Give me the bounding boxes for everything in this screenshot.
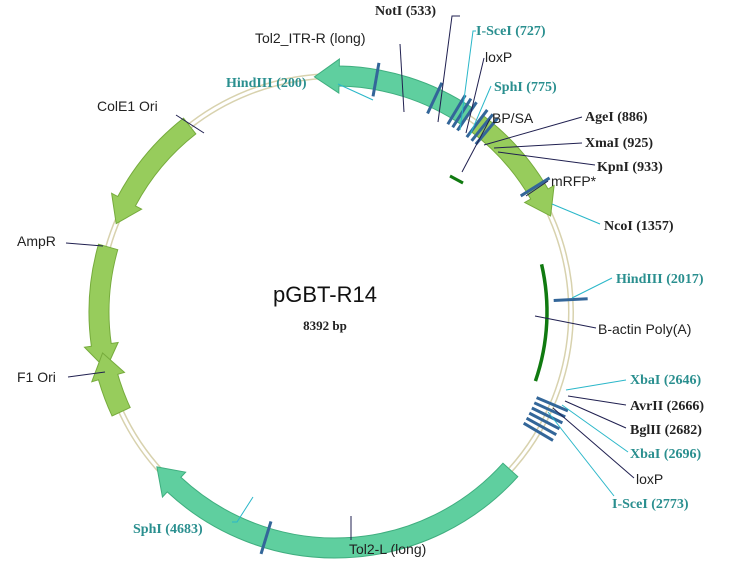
- site-xmai: XmaI (925): [585, 136, 653, 151]
- site-i-scei-2773: I-SceI (2773): [612, 497, 689, 512]
- plasmid-size: 8392 bp: [303, 318, 347, 333]
- leader-xbai-2696: [561, 404, 629, 453]
- label-loxp-2: loxP: [636, 471, 663, 487]
- feature-arc-tol2-itr-r[interactable]: [313, 58, 474, 126]
- site-ncoi: NcoI (1357): [604, 219, 674, 234]
- site-sphi-775: SphI (775): [494, 80, 557, 95]
- tick-hindiii-200: [371, 62, 381, 97]
- tick-xbai-2646: [536, 396, 569, 413]
- leader-hindiii-200: [337, 83, 374, 101]
- leader-ncoi: [551, 203, 601, 225]
- label-ampR: AmpR: [17, 233, 56, 249]
- label-bp-sa: BP/SA: [492, 110, 534, 126]
- bp-sa-mark: [449, 174, 464, 185]
- tick-xbai-2696: [528, 411, 561, 431]
- leader-sphi-4683: [232, 496, 254, 523]
- leader-colE1-ori: [175, 114, 205, 134]
- plasmid-name: pGBT-R14: [273, 282, 377, 307]
- leader-bp-sa: [461, 118, 491, 173]
- site-kpni: KpnI (933): [597, 160, 663, 175]
- label-mrfp: mRFP*: [551, 173, 597, 189]
- site-hindiii-200: HindIII (200): [226, 76, 307, 91]
- feature-arc-colE1-ori[interactable]: [110, 117, 197, 225]
- leader-xmai: [493, 142, 583, 149]
- leader-i-scei-727: [459, 30, 476, 131]
- site-hindiii-2017: HindIII (2017): [616, 272, 704, 287]
- leader-hindiii-2017: [571, 277, 613, 299]
- leader-bactin-polyA: [534, 315, 597, 329]
- site-i-scei-727: I-SceI (727): [476, 24, 546, 39]
- tick-bglii: [531, 406, 564, 425]
- tick-hindiii-2017: [553, 297, 588, 303]
- leader-f1-ori: [67, 371, 106, 378]
- leader-i-scei-2773: [547, 411, 615, 497]
- tick-sphi-4683: [259, 520, 273, 555]
- leader-mrfp: [525, 180, 549, 197]
- leader-tol2-itr-r: [399, 43, 405, 113]
- site-noti: NotI (533): [375, 4, 436, 19]
- leader-ampR: [65, 242, 104, 247]
- leader-bglii: [564, 400, 627, 429]
- label-f1-ori: F1 Ori: [17, 369, 56, 385]
- site-avrii: AvrII (2666): [630, 399, 704, 414]
- tick-xmai: [470, 113, 495, 142]
- tick-loxp-2: [525, 416, 558, 436]
- label-loxp-1: loxP: [485, 49, 512, 65]
- leader-loxp-2: [552, 407, 635, 479]
- site-sphi-4683: SphI (4683): [133, 522, 203, 537]
- tick-i-scei-727: [446, 94, 467, 126]
- leader-kpni: [497, 151, 596, 166]
- tick-noti: [426, 82, 444, 115]
- feature-arc-bactin-polyA[interactable]: [533, 263, 549, 382]
- site-ticks: [259, 62, 588, 555]
- leader-agei: [483, 116, 583, 146]
- site-xbai-2696: XbaI (2696): [630, 447, 702, 462]
- feature-arc-tol2-l[interactable]: [156, 462, 519, 559]
- leader-sphi-775: [469, 85, 492, 136]
- label-tol2-itr-r: Tol2_ITR-R (long): [255, 30, 365, 46]
- leader-loxp-1: [465, 57, 485, 134]
- label-tol2-l: Tol2-L (long): [349, 541, 426, 557]
- label-bactin-polyA: B-actin Poly(A): [598, 321, 691, 337]
- tick-agei: [465, 109, 489, 139]
- tick-ncoi: [519, 176, 551, 198]
- label-colE1-ori: ColE1 Ori: [97, 98, 158, 114]
- site-xbai-2646: XbaI (2646): [630, 373, 702, 388]
- tick-i-scei-2773: [522, 421, 554, 442]
- leader-noti: [437, 15, 460, 123]
- feature-arc-f1-ori[interactable]: [90, 352, 131, 417]
- leader-avrii: [567, 395, 627, 406]
- leader-xbai-2646: [565, 379, 627, 391]
- feature-arc-ampR[interactable]: [83, 243, 119, 370]
- site-agei: AgeI (886): [585, 110, 648, 125]
- site-bglii: BglII (2682): [630, 423, 702, 438]
- leader-lines: [65, 15, 635, 540]
